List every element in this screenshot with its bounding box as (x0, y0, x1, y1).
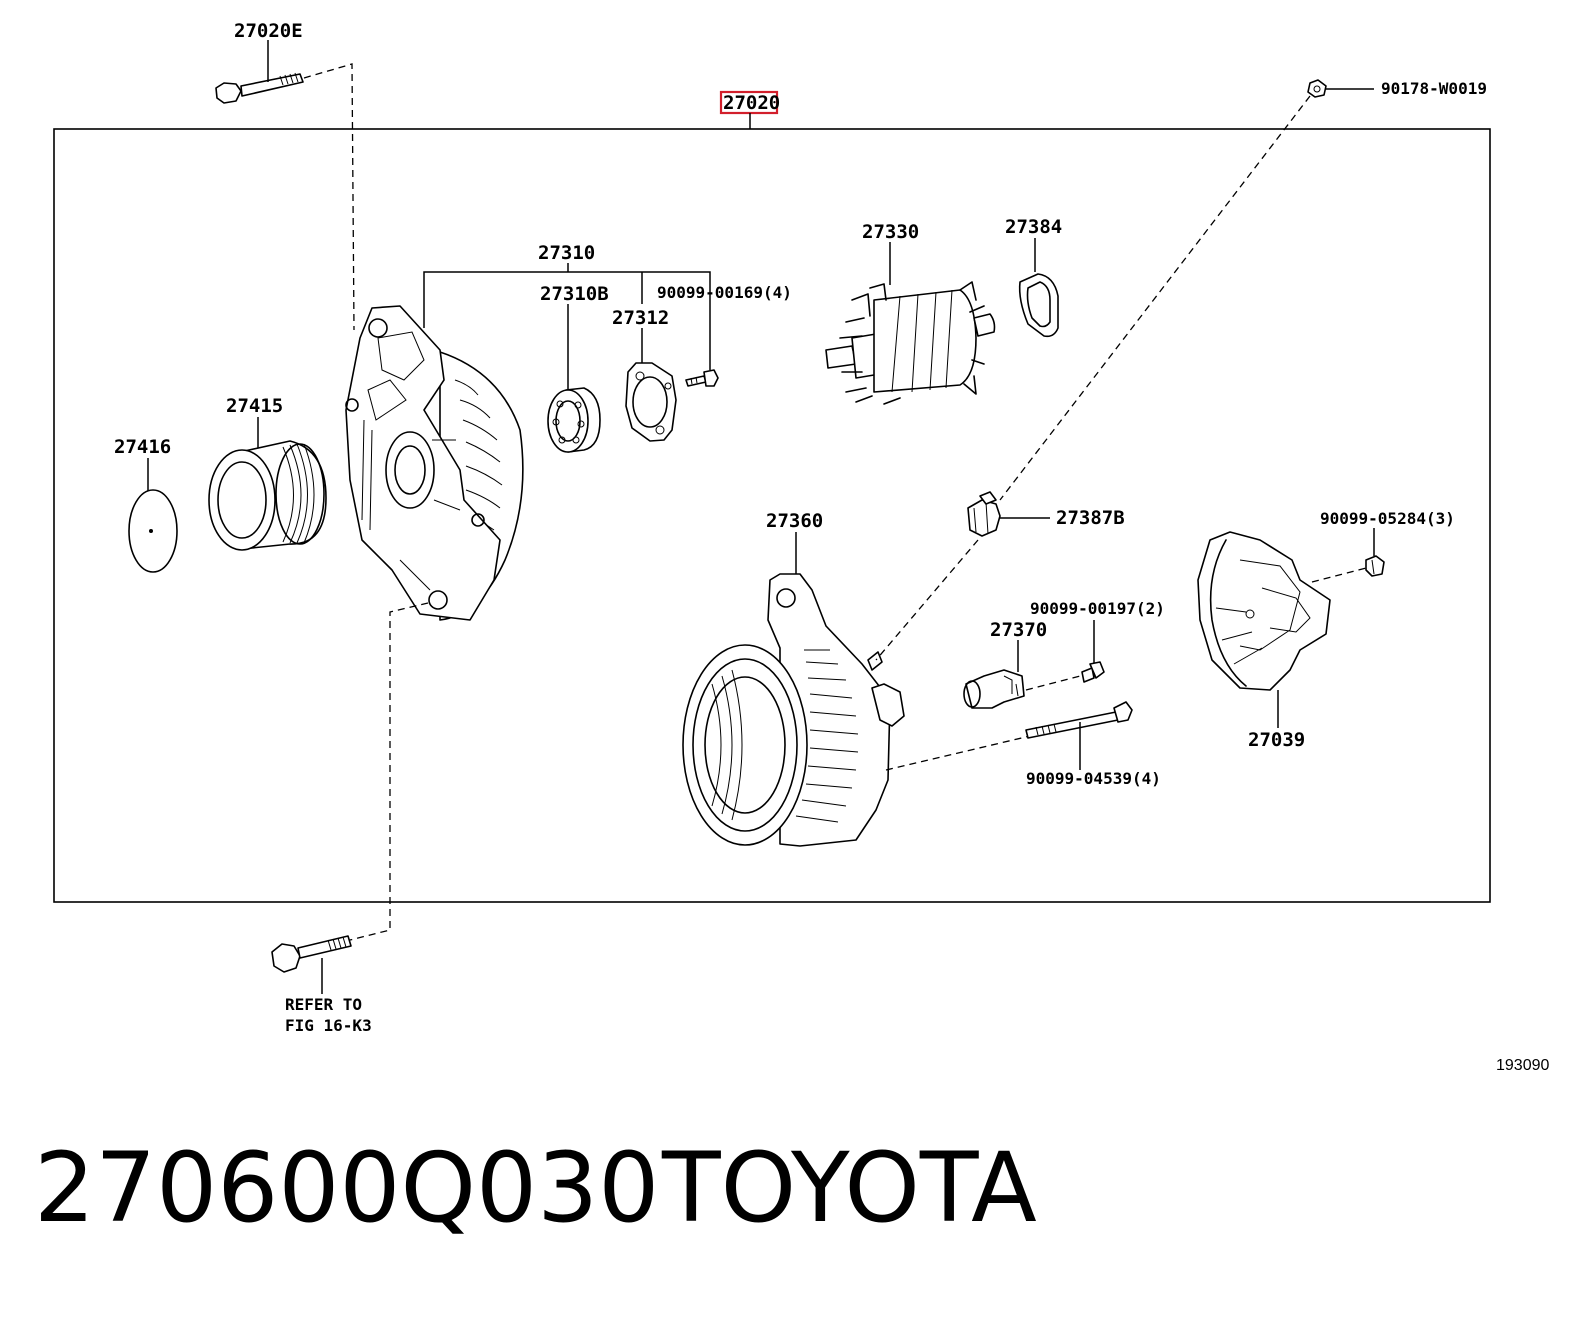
assembly-label-text: 27020 (723, 92, 780, 114)
screw-90099-00169[interactable]: 90099-00169(4) (657, 282, 792, 387)
catalog-reference-number: 193090 (1496, 1057, 1550, 1074)
label-27370: 27370 (990, 619, 1047, 641)
reference-note-line1: REFER TO (285, 995, 362, 1014)
label-27384: 27384 (1005, 216, 1062, 238)
label-27310B: 27310B (540, 283, 609, 305)
label-27330: 27330 (862, 221, 919, 243)
plate-27312[interactable]: 27312 (612, 307, 677, 442)
brand-name: TOYOTA (662, 1132, 1037, 1244)
terminal-27370[interactable]: 27370 (963, 619, 1047, 709)
assembly-label-highlight (719, 90, 779, 115)
nut-90099-05284[interactable]: 90099-05284(3) (1320, 509, 1455, 577)
part-number: 270600Q030 (34, 1132, 660, 1244)
label-27039: 27039 (1248, 729, 1305, 751)
nut-90178-W0019[interactable]: 90178-W0019 (1307, 79, 1487, 98)
label-90099-04539: 90099-04539(4) (1026, 769, 1161, 788)
assembly-frame (53, 128, 1491, 903)
bolt-reference[interactable]: REFER TO FIG 16-K3 (271, 935, 372, 1035)
label-27310: 27310 (538, 242, 595, 264)
bolt-90099-04539[interactable]: 90099-04539(4) (1025, 701, 1161, 788)
drive-end-frame (345, 305, 524, 621)
bolt-27020E[interactable]: 27020E (215, 20, 304, 104)
bearing-27310B[interactable]: 27310B (540, 283, 609, 453)
insulator-27384[interactable]: 27384 (1005, 216, 1062, 338)
assembly-label[interactable]: 27020 (719, 90, 780, 129)
rotor-27330[interactable]: 27330 (825, 221, 996, 405)
screw-90099-00197[interactable]: 90099-00197(2) (1030, 599, 1165, 683)
label-27312: 27312 (612, 307, 669, 329)
label-27415: 27415 (226, 395, 283, 417)
label-90099-00169: 90099-00169(4) (657, 283, 792, 302)
reference-note-line2: FIG 16-K3 (285, 1016, 372, 1035)
label-27020E: 27020E (234, 20, 303, 42)
end-frame-27360[interactable]: 27360 (682, 510, 905, 847)
label-90099-05284: 90099-05284(3) (1320, 509, 1455, 528)
label-27360: 27360 (766, 510, 823, 532)
cap-27416[interactable]: 27416 (114, 436, 178, 573)
group-27310[interactable]: 27310 (423, 242, 711, 328)
label-90178-W0019: 90178-W0019 (1381, 79, 1487, 98)
label-27387B: 27387B (1056, 507, 1125, 529)
label-27416: 27416 (114, 436, 171, 458)
bushing-27387B[interactable]: 27387B (967, 491, 1125, 537)
label-90099-00197: 90099-00197(2) (1030, 599, 1165, 618)
pulley-27415[interactable]: 27415 (208, 395, 327, 551)
rear-cover-27039[interactable]: 27039 (1197, 531, 1331, 751)
